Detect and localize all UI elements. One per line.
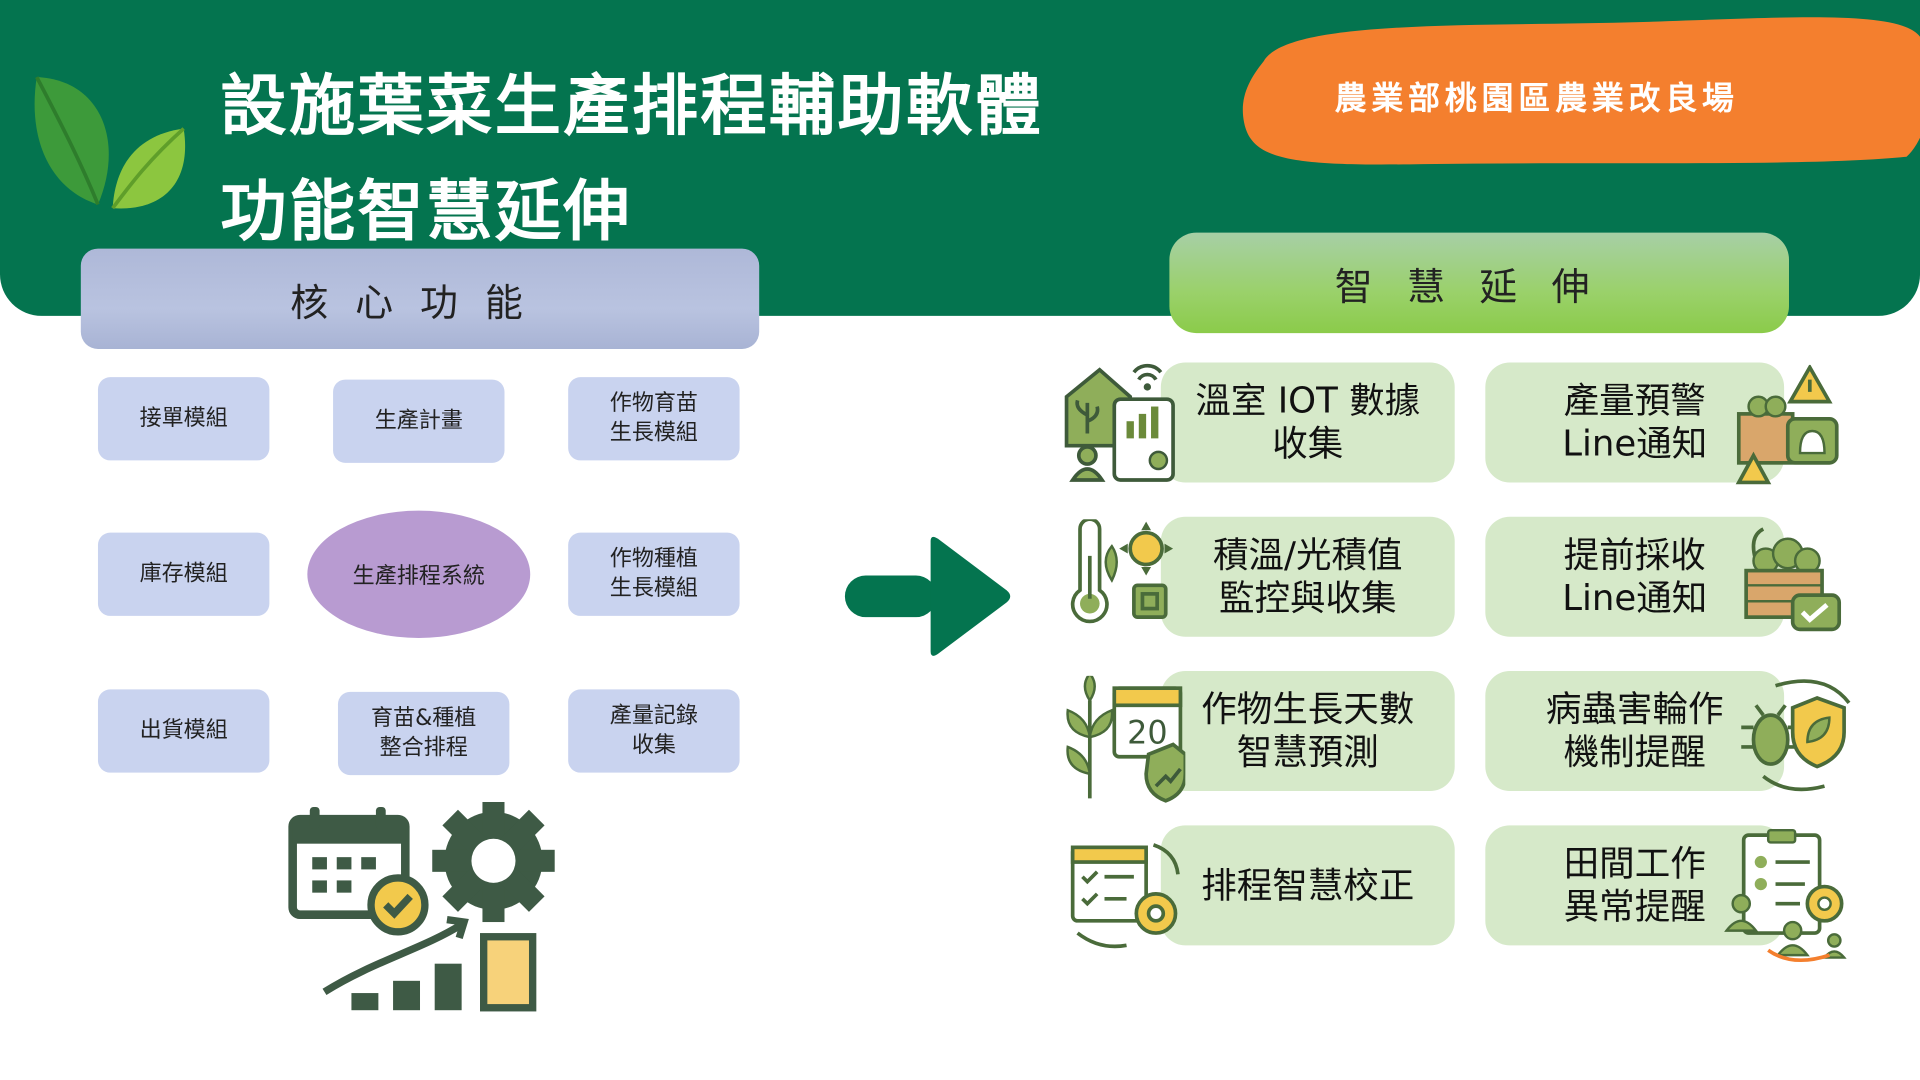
- module-production-plan: 生產計畫: [333, 379, 505, 463]
- card-growth-days-prediction: 作物生長天數 智慧預測: [1160, 671, 1455, 792]
- card-schedule-correction: 排程智慧校正: [1160, 825, 1455, 946]
- page-subtitle: 功能智慧延伸: [220, 172, 632, 250]
- module-order: 接單模組: [97, 377, 270, 461]
- organization-name: 農業部桃園區農業改良場: [1334, 80, 1739, 118]
- module-inventory: 庫存模組: [97, 532, 270, 616]
- greenhouse-iot-icon: [1064, 363, 1175, 482]
- organization-banner: [1242, 17, 1920, 165]
- schedule-checklist-gear-icon: [1070, 843, 1180, 949]
- module-yield-record: 產量記錄 收集: [568, 689, 740, 773]
- card-early-harvest: 提前採收 Line通知: [1485, 516, 1785, 637]
- right-arrow-icon: [844, 536, 1011, 656]
- crop-calendar-growth-icon: 20: [1066, 675, 1186, 803]
- module-planting-growth: 作物種植 生長模組: [568, 532, 740, 616]
- schedule-gear-chart-icon: [288, 802, 555, 1012]
- card-yield-alert: 產量預警 Line通知: [1485, 362, 1785, 483]
- page-title: 設施葉菜生產排程輔助軟體: [220, 67, 1044, 145]
- module-seedling-growth: 作物育苗 生長模組: [568, 377, 740, 461]
- card-greenhouse-iot: 溫室 IOT 數據 收集: [1160, 362, 1455, 483]
- module-integrated-scheduling: 育苗&種植 整合排程: [337, 691, 510, 776]
- clipboard-workers-gear-icon: [1724, 828, 1847, 963]
- pest-shield-cycle-icon: [1741, 679, 1851, 792]
- smart-extension-heading: 智慧延伸: [1169, 232, 1789, 334]
- card-pest-rotation: 病蟲害輪作 機制提醒: [1485, 671, 1785, 792]
- module-shipping: 出貨模組: [97, 689, 270, 773]
- crate-alert-bell-icon: [1735, 364, 1839, 485]
- crate-harvest-check-icon: [1744, 527, 1842, 632]
- thermometer-sun-chip-icon: [1070, 519, 1174, 624]
- core-functions-heading: 核心功能: [80, 248, 760, 349]
- calendar-day-text: 20: [1127, 713, 1168, 751]
- production-scheduling-system: 生產排程系統: [307, 510, 531, 638]
- leaf-logo-icon: [34, 76, 186, 210]
- card-heat-light-monitor: 積溫/光積值 監控與收集: [1160, 516, 1455, 637]
